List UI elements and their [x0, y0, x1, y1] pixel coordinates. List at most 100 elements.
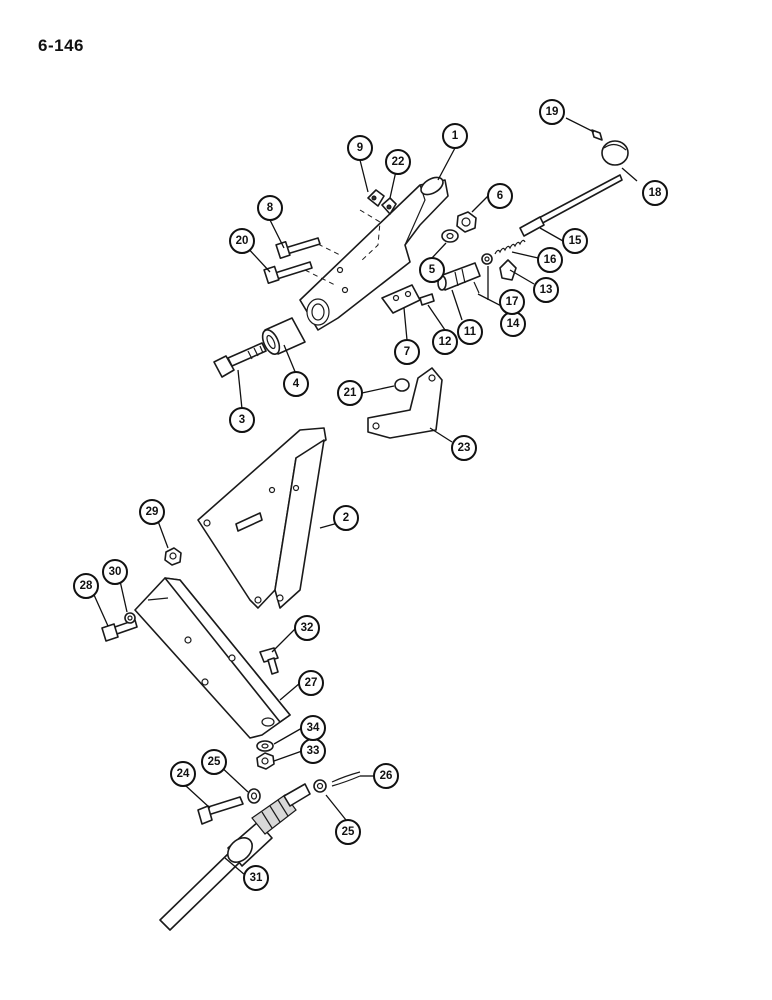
bolt-3-part [213, 342, 267, 378]
callout-20: 20 [229, 228, 255, 254]
callout-16: 16 [537, 247, 563, 273]
callout-5-label: 5 [429, 264, 436, 276]
pin-19-part [591, 129, 603, 141]
nut-33-part [256, 752, 275, 770]
callout-11-label: 11 [464, 326, 477, 338]
callout-18-label: 18 [649, 187, 662, 199]
callout-26: 26 [373, 763, 399, 789]
callout-24-label: 24 [177, 768, 190, 780]
callout-29-label: 29 [146, 506, 159, 518]
callout-14: 14 [500, 311, 526, 337]
callout-20-label: 20 [236, 235, 249, 247]
bolt-32-part [259, 647, 279, 675]
callout-6: 6 [487, 183, 513, 209]
callout-31-label: 31 [250, 872, 263, 884]
washer-5-part [441, 229, 459, 243]
clip-13-part [499, 259, 517, 281]
callout-26-label: 26 [380, 770, 393, 782]
callout-9: 9 [347, 135, 373, 161]
washer-30-part [124, 612, 136, 624]
callout-6-label: 6 [497, 190, 503, 202]
callout-15-label: 15 [569, 235, 582, 247]
callout-3-label: 3 [239, 414, 245, 426]
callout-17: 17 [499, 289, 525, 315]
callout-12: 12 [432, 329, 458, 355]
callout-28: 28 [73, 573, 99, 599]
pin-12-part [419, 293, 435, 306]
callout-7-label: 7 [404, 346, 410, 358]
callout-25a-label: 25 [208, 756, 221, 768]
callout-33: 33 [300, 738, 326, 764]
page-number: 6-146 [38, 36, 84, 55]
callout-1-label: 1 [452, 130, 459, 142]
callout-7: 7 [394, 339, 420, 365]
callout-12-label: 12 [439, 336, 452, 348]
callout-32: 32 [294, 615, 320, 641]
callout-11: 11 [457, 319, 483, 345]
leader-lines [89, 117, 638, 876]
pin-14-part [473, 281, 480, 294]
callout-34-label: 34 [307, 722, 320, 734]
callout-5: 5 [419, 257, 445, 283]
callout-31: 31 [243, 865, 269, 891]
callout-4: 4 [283, 371, 309, 397]
shaft-11-part [437, 262, 481, 291]
bushing-part [261, 317, 306, 355]
knob-18-part [601, 140, 629, 166]
bushing-21-part [394, 378, 410, 392]
nut-6-part [456, 211, 477, 233]
callout-25b: 25 [335, 819, 361, 845]
callout-25b-label: 25 [342, 826, 355, 838]
callout-2: 2 [333, 505, 359, 531]
lower-bracket-27-part [134, 577, 291, 739]
callout-8: 8 [257, 195, 283, 221]
callout-8-label: 8 [267, 202, 274, 214]
callout-30: 30 [102, 559, 128, 585]
rod-15-part [519, 174, 623, 237]
callout-23: 23 [451, 435, 477, 461]
callout-13-label: 13 [540, 284, 553, 296]
callout-18: 18 [642, 180, 668, 206]
callout-30-label: 30 [109, 566, 122, 578]
washer-25a-part [247, 788, 261, 804]
callout-22: 22 [385, 149, 411, 175]
callout-23-label: 23 [458, 442, 471, 454]
callout-2-label: 2 [343, 512, 349, 524]
bolt-8-part [275, 237, 321, 260]
washer-17-part [481, 253, 493, 265]
callout-13: 13 [533, 277, 559, 303]
callout-34: 34 [300, 715, 326, 741]
washer-25b-part [313, 779, 327, 793]
callout-22-label: 22 [392, 156, 405, 168]
callout-33-label: 33 [307, 745, 320, 757]
callout-19: 19 [539, 99, 565, 125]
lever-arm-part [299, 176, 449, 331]
upper-bracket-2-part [197, 427, 327, 609]
callout-9-label: 9 [357, 142, 363, 154]
callout-29: 29 [139, 499, 165, 525]
callout-17-label: 17 [506, 296, 519, 308]
callout-16-label: 16 [544, 254, 557, 266]
washer-34-part [256, 740, 274, 752]
callout-4-label: 4 [293, 378, 300, 390]
cable-31-part [159, 783, 311, 931]
callout-21-label: 21 [344, 387, 357, 399]
cotter-pin-26-part [331, 771, 361, 787]
callout-1: 1 [442, 123, 468, 149]
spring-16-part [494, 239, 526, 255]
callout-27-label: 27 [305, 677, 318, 689]
nut-29-part [164, 547, 182, 566]
callout-25a: 25 [201, 749, 227, 775]
bracket-plate-part [381, 284, 421, 314]
bent-plate-23-part [367, 367, 443, 439]
callout-14-label: 14 [507, 318, 520, 330]
callout-27: 27 [298, 670, 324, 696]
callout-28-label: 28 [80, 580, 93, 592]
callout-21: 21 [337, 380, 363, 406]
callout-32-label: 32 [301, 622, 314, 634]
callout-15: 15 [562, 228, 588, 254]
bolt-24-part [197, 796, 244, 825]
callout-24: 24 [170, 761, 196, 787]
callout-3: 3 [229, 407, 255, 433]
